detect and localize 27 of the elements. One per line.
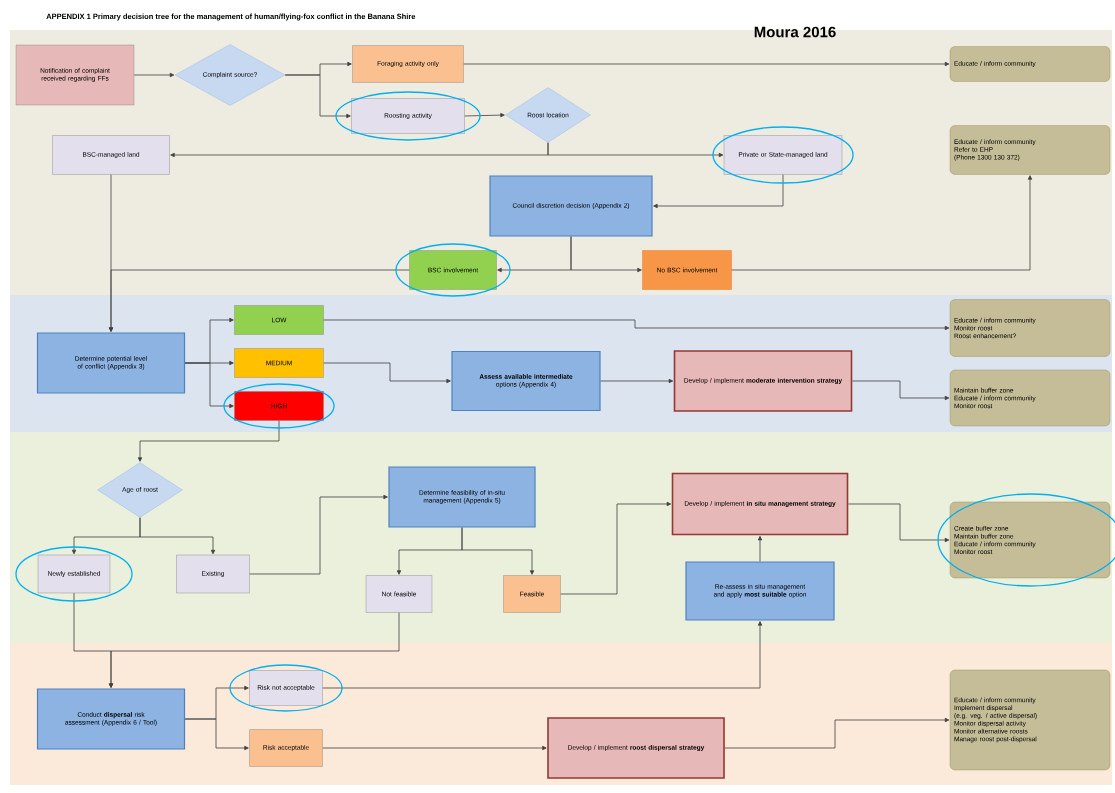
arrow xyxy=(463,61,950,67)
arrow xyxy=(108,612,400,688)
arrow xyxy=(851,380,950,401)
arrow xyxy=(322,745,547,751)
arrow xyxy=(323,362,451,384)
arrow xyxy=(600,378,674,384)
arrow xyxy=(322,621,763,689)
arrow xyxy=(461,527,535,575)
arrow xyxy=(547,142,724,158)
arrow xyxy=(847,503,950,543)
arrow xyxy=(139,517,216,555)
arrow xyxy=(108,269,410,332)
arrow xyxy=(731,175,1033,271)
arrow xyxy=(284,74,351,119)
arrow xyxy=(184,362,234,409)
arrow xyxy=(323,319,950,331)
arrow xyxy=(724,717,950,749)
arrow xyxy=(137,420,280,462)
author-label: Moura 2016 xyxy=(754,26,836,38)
arrow xyxy=(757,535,763,562)
arrow xyxy=(249,494,388,575)
arrow xyxy=(653,174,784,209)
arrow xyxy=(133,72,175,78)
arrow xyxy=(464,112,505,118)
arrow xyxy=(570,236,642,273)
arrow xyxy=(560,501,672,595)
arrow xyxy=(184,718,249,751)
